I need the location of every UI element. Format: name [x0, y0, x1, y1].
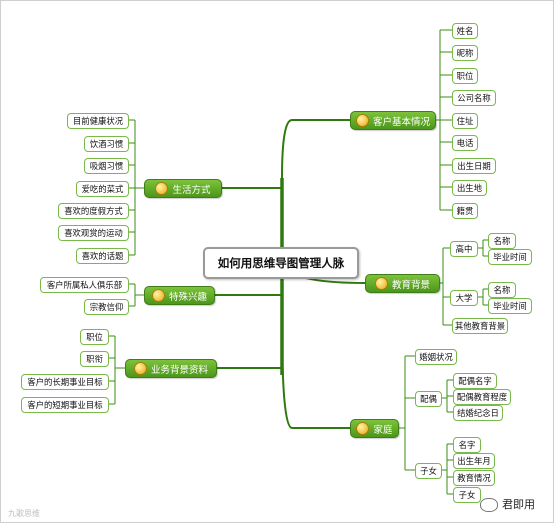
leaf-basic-birthplace[interactable]: 出生地 [452, 180, 487, 196]
leaf-spouse-anniversary[interactable]: 结婚纪念日 [453, 405, 503, 421]
topic-education[interactable]: 教育背景 [365, 274, 440, 293]
leaf-spouse-education[interactable]: 配偶教育程度 [453, 389, 511, 405]
leaf-career-position[interactable]: 职位 [80, 329, 109, 345]
leaf-children-more[interactable]: 子女 [453, 487, 481, 503]
house-icon [356, 422, 370, 435]
leaf-career-long-term[interactable]: 客户的长期事业目标 [21, 374, 109, 390]
book-icon [374, 277, 388, 290]
topic-customer-basic[interactable]: 客户基本情况 [350, 111, 436, 130]
topic-career-background[interactable]: 业务背景资料 [125, 359, 217, 378]
leaf-career-title[interactable]: 职衔 [80, 351, 109, 367]
leaf-edu-high-name[interactable]: 名称 [488, 233, 516, 249]
person-icon [355, 114, 369, 127]
watermark-right: 君即用 [502, 498, 535, 511]
watermark-left: 九歌思维 [8, 509, 40, 518]
central-topic[interactable]: 如何用思维导图管理人脉 [203, 247, 359, 279]
star-icon [151, 289, 165, 302]
leaf-life-smoking[interactable]: 吸烟习惯 [84, 158, 129, 174]
leaf-life-sports[interactable]: 喜欢观赏的运动 [58, 225, 129, 241]
leaf-edu-high-school[interactable]: 高中 [450, 241, 478, 257]
leaf-edu-college-name[interactable]: 名称 [488, 282, 516, 298]
smile-icon [155, 182, 169, 195]
leaf-edu-college[interactable]: 大学 [450, 290, 478, 306]
leaf-edu-college-grad[interactable]: 毕业时间 [488, 298, 532, 314]
leaf-children-birth[interactable]: 出生年月 [453, 453, 495, 469]
leaf-children-name[interactable]: 名字 [453, 437, 481, 453]
wechat-icon [480, 498, 498, 512]
leaf-basic-hometown[interactable]: 籍贯 [452, 203, 478, 219]
leaf-basic-nickname[interactable]: 昵称 [452, 45, 478, 61]
leaf-edu-other[interactable]: 其他教育背景 [452, 318, 508, 334]
topic-lifestyle[interactable]: 生活方式 [144, 179, 222, 198]
leaf-basic-company[interactable]: 公司名称 [452, 90, 496, 106]
leaf-edu-high-grad[interactable]: 毕业时间 [488, 249, 532, 265]
leaf-hobby-club[interactable]: 客户所属私人俱乐部 [40, 277, 129, 293]
leaf-children-education[interactable]: 教育情况 [453, 470, 495, 486]
topic-label: 客户基本情况 [372, 116, 430, 128]
leaf-family-marital[interactable]: 婚姻状况 [415, 349, 457, 365]
leaf-hobby-religion[interactable]: 宗教信仰 [84, 299, 129, 315]
leaf-family-children[interactable]: 子女 [415, 463, 442, 479]
leaf-life-health[interactable]: 目前健康状况 [67, 113, 129, 129]
topic-label: 生活方式 [172, 184, 211, 196]
leaf-basic-birthdate[interactable]: 出生日期 [452, 158, 496, 174]
topic-label: 教育背景 [391, 279, 430, 291]
topic-label: 特殊兴趣 [168, 291, 207, 303]
leaf-life-topics[interactable]: 喜欢的话题 [76, 248, 129, 264]
leaf-life-drinking[interactable]: 饮酒习惯 [84, 136, 129, 152]
leaf-basic-phone[interactable]: 电话 [452, 135, 478, 151]
topic-label: 家庭 [373, 424, 393, 436]
leaf-basic-name[interactable]: 姓名 [452, 23, 478, 39]
briefcase-icon [133, 362, 147, 375]
leaf-basic-position[interactable]: 职位 [452, 68, 478, 84]
topic-family[interactable]: 家庭 [350, 419, 399, 438]
leaf-life-vacation[interactable]: 喜欢的度假方式 [58, 203, 129, 219]
topic-special-interests[interactable]: 特殊兴趣 [144, 286, 215, 305]
leaf-life-favorite-food[interactable]: 爱吃的菜式 [76, 181, 129, 197]
topic-label: 业务背景资料 [150, 364, 208, 376]
leaf-basic-address[interactable]: 住址 [452, 113, 478, 129]
leaf-spouse-name[interactable]: 配偶名字 [453, 373, 497, 389]
leaf-career-short-term[interactable]: 客户的短期事业目标 [21, 397, 109, 413]
leaf-family-spouse[interactable]: 配偶 [415, 391, 442, 407]
